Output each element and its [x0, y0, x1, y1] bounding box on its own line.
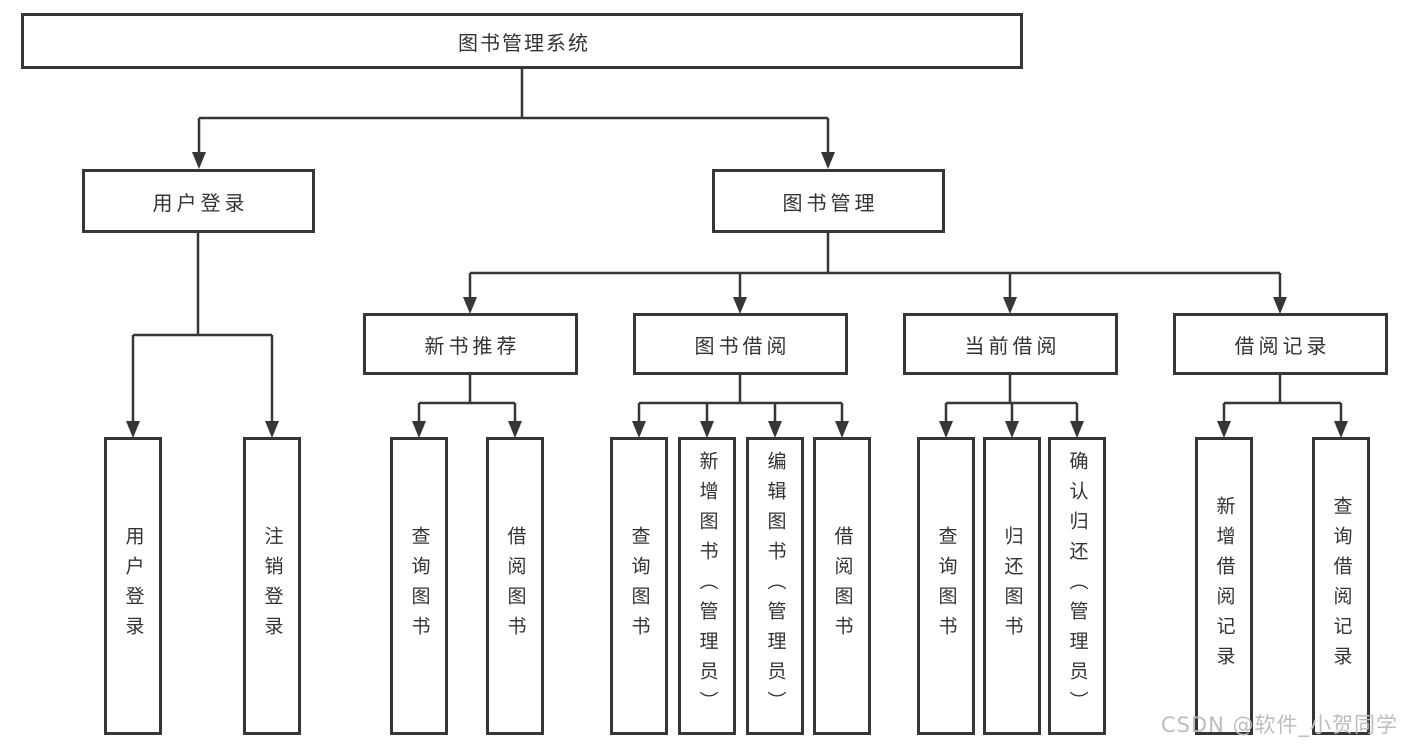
node-library-management-system: 图书管理系统 [21, 13, 1023, 69]
arrow-down-icon [632, 421, 646, 438]
arrow-down-icon [1005, 421, 1019, 438]
arrow-down-icon [412, 421, 426, 438]
arrow-down-icon [1003, 297, 1017, 314]
node-book-management: 图书管理 [712, 169, 945, 233]
node-borrowing-records: 借阅记录 [1173, 313, 1388, 375]
leaf-label: 查询借阅记录 [1330, 496, 1353, 676]
arrow-down-icon [1217, 421, 1231, 438]
leaf-label: 用户登录 [122, 526, 145, 646]
leaf-borrow-books-recommend: 借阅图书 [486, 437, 544, 735]
leaf-label: 编辑图书（管理员） [764, 451, 787, 721]
csdn-watermark: CSDN @软件_小贺同学 [1160, 713, 1398, 737]
leaf-add-books-admin: 新增图书（管理员） [678, 437, 736, 735]
arrow-down-icon [192, 152, 206, 169]
arrow-down-icon [1070, 421, 1084, 438]
arrow-down-icon [1334, 421, 1348, 438]
leaf-label: 注销登录 [261, 526, 284, 646]
leaf-label: 确认归还（管理员） [1066, 451, 1089, 721]
leaf-query-books-borrowing: 查询图书 [610, 437, 668, 735]
leaf-user-login: 用户登录 [104, 437, 162, 735]
arrow-down-icon [700, 421, 714, 438]
leaf-query-books-recommend: 查询图书 [390, 437, 448, 735]
leaf-add-borrow-record: 新增借阅记录 [1195, 437, 1253, 735]
leaf-label: 新增图书（管理员） [696, 451, 719, 721]
arrow-down-icon [733, 297, 747, 314]
arrow-down-icon [508, 421, 522, 438]
leaf-label: 归还图书 [1001, 526, 1024, 646]
node-current-borrowing: 当前借阅 [903, 313, 1118, 375]
connector-lines [131, 69, 1343, 422]
leaf-label: 借阅图书 [831, 526, 854, 646]
arrow-down-icon [939, 421, 953, 438]
leaf-confirm-return-admin: 确认归还（管理员） [1048, 437, 1106, 735]
arrow-down-icon [463, 297, 477, 314]
leaf-logout: 注销登录 [243, 437, 301, 735]
connector-line-path [131, 69, 1343, 422]
leaf-label: 查询图书 [408, 526, 431, 646]
leaf-label: 查询图书 [628, 526, 651, 646]
arrow-down-icon [821, 152, 835, 169]
node-book-borrowing: 图书借阅 [633, 313, 848, 375]
leaf-edit-books-admin: 编辑图书（管理员） [746, 437, 804, 735]
arrow-down-icon [835, 421, 849, 438]
arrowheads [126, 152, 1348, 438]
leaf-query-borrow-record: 查询借阅记录 [1312, 437, 1370, 735]
arrow-down-icon [265, 421, 279, 438]
leaf-label: 新增借阅记录 [1213, 496, 1236, 676]
leaf-label: 查询图书 [935, 526, 958, 646]
arrow-down-icon [768, 421, 782, 438]
node-new-book-recommend: 新书推荐 [363, 313, 578, 375]
leaf-borrow-books: 借阅图书 [813, 437, 871, 735]
arrow-down-icon [126, 421, 140, 438]
leaf-query-books-current: 查询图书 [917, 437, 975, 735]
node-user-login: 用户登录 [82, 169, 315, 233]
leaf-return-books: 归还图书 [983, 437, 1041, 735]
leaf-label: 借阅图书 [504, 526, 527, 646]
arrow-down-icon [1273, 297, 1287, 314]
